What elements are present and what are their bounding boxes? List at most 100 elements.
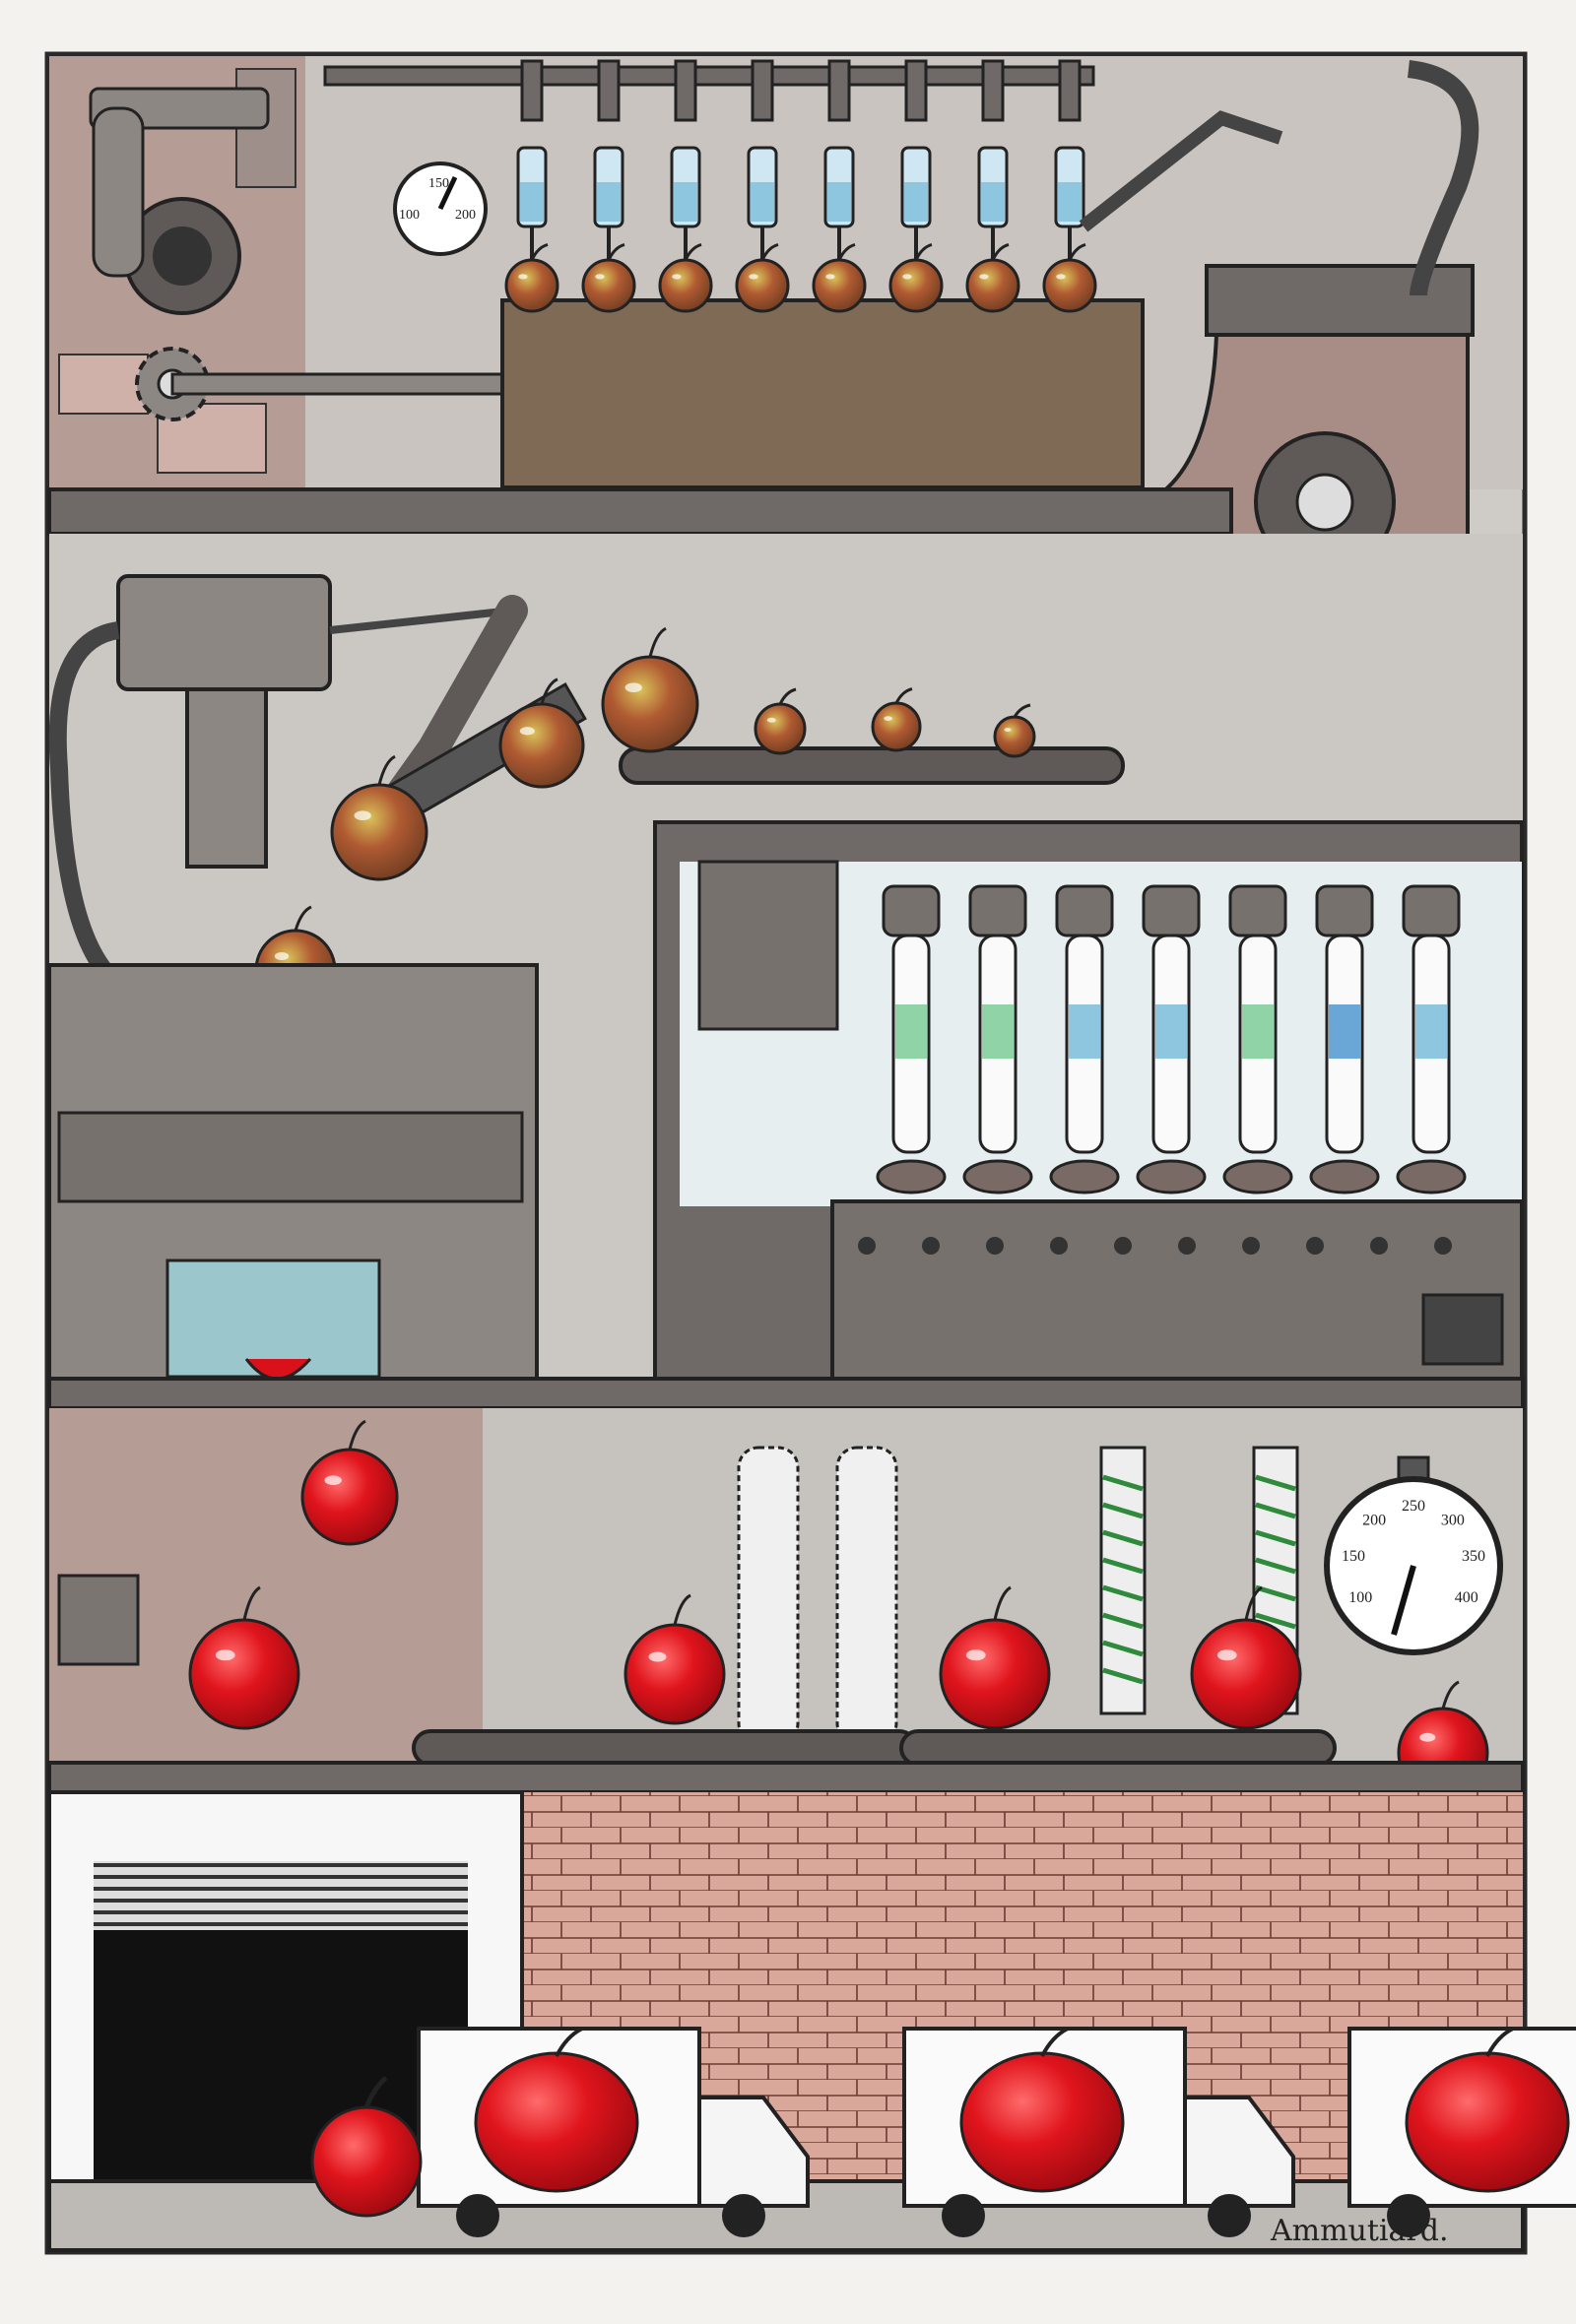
injector-mount — [981, 59, 1005, 122]
injector-mount — [597, 59, 621, 122]
delivery-trucks — [417, 2027, 1576, 2237]
truck-cab — [697, 2096, 810, 2208]
sorting-apple — [330, 754, 428, 881]
tray-apple — [1042, 242, 1097, 313]
washing-brush — [737, 1446, 800, 1745]
delivery-truck — [1347, 2027, 1576, 2237]
brush-row — [737, 1446, 898, 1745]
gauge-bottom-tick: 150 — [1342, 1548, 1365, 1565]
pressure-gauge-top: 100 150 200 — [393, 161, 488, 256]
tube-liquid — [1155, 1004, 1187, 1059]
truck-apple-logo — [1405, 2051, 1570, 2193]
injector-liquid — [981, 182, 1005, 222]
gauge-bottom-tick: 250 — [1402, 1498, 1425, 1515]
injector-liquid — [520, 182, 544, 222]
tube-base — [1222, 1159, 1293, 1194]
tray-apple — [735, 242, 790, 313]
injector-mount — [1058, 59, 1082, 122]
tray-apple — [888, 242, 944, 313]
rivet — [1050, 1237, 1068, 1255]
tube-liquid — [895, 1004, 927, 1059]
tube-cap — [1228, 884, 1287, 937]
injector-liquid — [1058, 182, 1082, 222]
injector-row — [516, 59, 1085, 261]
gauge-top-tick-1: 150 — [428, 176, 449, 191]
truck-wheel — [1387, 2194, 1430, 2237]
tube-base — [1396, 1159, 1467, 1194]
gauge-bottom-tick: 100 — [1348, 1589, 1372, 1606]
gauge-bottom-tick: 350 — [1462, 1548, 1485, 1565]
shelf-3 — [47, 1761, 1525, 1794]
tube-liquid — [1415, 1004, 1447, 1059]
clean-apple — [188, 1585, 300, 1730]
tube-cap — [1402, 884, 1461, 937]
gauge-top-tick-2: 200 — [455, 208, 476, 223]
clean-apple — [939, 1585, 1051, 1730]
tube-cap — [1315, 884, 1374, 937]
section-washing: 100 150 200 250 300 350 400 — [49, 1408, 1523, 1799]
rivet-row — [858, 1237, 1452, 1255]
tube-liquid — [1329, 1004, 1360, 1059]
tube-liquid — [1242, 1004, 1274, 1059]
truck-wheel — [456, 2194, 499, 2237]
washing-brush — [835, 1446, 898, 1745]
sorting-apple — [754, 687, 807, 755]
spring-press — [1099, 1446, 1147, 1715]
rivet — [922, 1237, 940, 1255]
artist-signature: Ammutiard. — [1270, 2214, 1449, 2248]
section-loading-dock: Ammutiard. — [47, 1790, 1576, 2252]
tube-row — [876, 884, 1467, 1194]
pressure-gauge-bottom: 100 150 200 250 300 350 400 — [1324, 1455, 1503, 1655]
truck-cab — [1183, 2096, 1295, 2208]
truck-wheel — [1208, 2194, 1251, 2237]
truck-apple-logo — [474, 2051, 639, 2193]
tray-apple — [658, 242, 713, 313]
tube-base — [1309, 1159, 1380, 1194]
rivet — [1242, 1237, 1260, 1255]
tube-base — [962, 1159, 1033, 1194]
clean-apple — [1190, 1585, 1302, 1730]
truck-apple-logo — [959, 2051, 1125, 2193]
injector-liquid — [751, 182, 774, 222]
tube-cap — [1142, 884, 1201, 937]
tube-cap — [882, 884, 941, 937]
tube-cap — [968, 884, 1027, 937]
rivet — [1370, 1237, 1388, 1255]
gauge-bottom-tick: 400 — [1455, 1589, 1478, 1606]
gauge-bottom-tick: 300 — [1441, 1513, 1465, 1529]
injector-mount — [674, 59, 697, 122]
injector-mount — [751, 59, 774, 122]
injector-mount — [520, 59, 544, 122]
tube-base — [1049, 1159, 1120, 1194]
injector-mount — [904, 59, 928, 122]
tube-cap — [1055, 884, 1114, 937]
section-injectors: 100 150 200 — [49, 56, 1523, 770]
rivet — [1434, 1237, 1452, 1255]
rivet — [1178, 1237, 1196, 1255]
tube-liquid — [1069, 1004, 1100, 1059]
rivet — [858, 1237, 876, 1255]
injector-liquid — [597, 182, 621, 222]
tube-liquid — [982, 1004, 1014, 1059]
tray-apple — [812, 242, 867, 313]
sorting-apple — [498, 678, 585, 789]
delivery-truck — [417, 2027, 810, 2237]
tray-apple — [504, 242, 559, 313]
shelf-2 — [47, 1377, 1525, 1410]
gauge-top-tick-0: 100 — [399, 208, 420, 223]
rivet — [986, 1237, 1004, 1255]
truck-wheel — [942, 2194, 985, 2237]
tray-apple — [965, 242, 1020, 313]
injector-mount — [827, 59, 851, 122]
clean-apple — [624, 1593, 726, 1725]
sorting-apple — [993, 703, 1036, 758]
gauge-bottom-tick: 200 — [1362, 1513, 1386, 1529]
sorting-apple — [601, 626, 699, 753]
tray-apples — [504, 242, 1097, 313]
section-sorting — [47, 534, 1524, 1381]
delivery-truck — [902, 2027, 1295, 2237]
rivet — [1306, 1237, 1324, 1255]
tube-base — [1136, 1159, 1207, 1194]
injector-liquid — [904, 182, 928, 222]
